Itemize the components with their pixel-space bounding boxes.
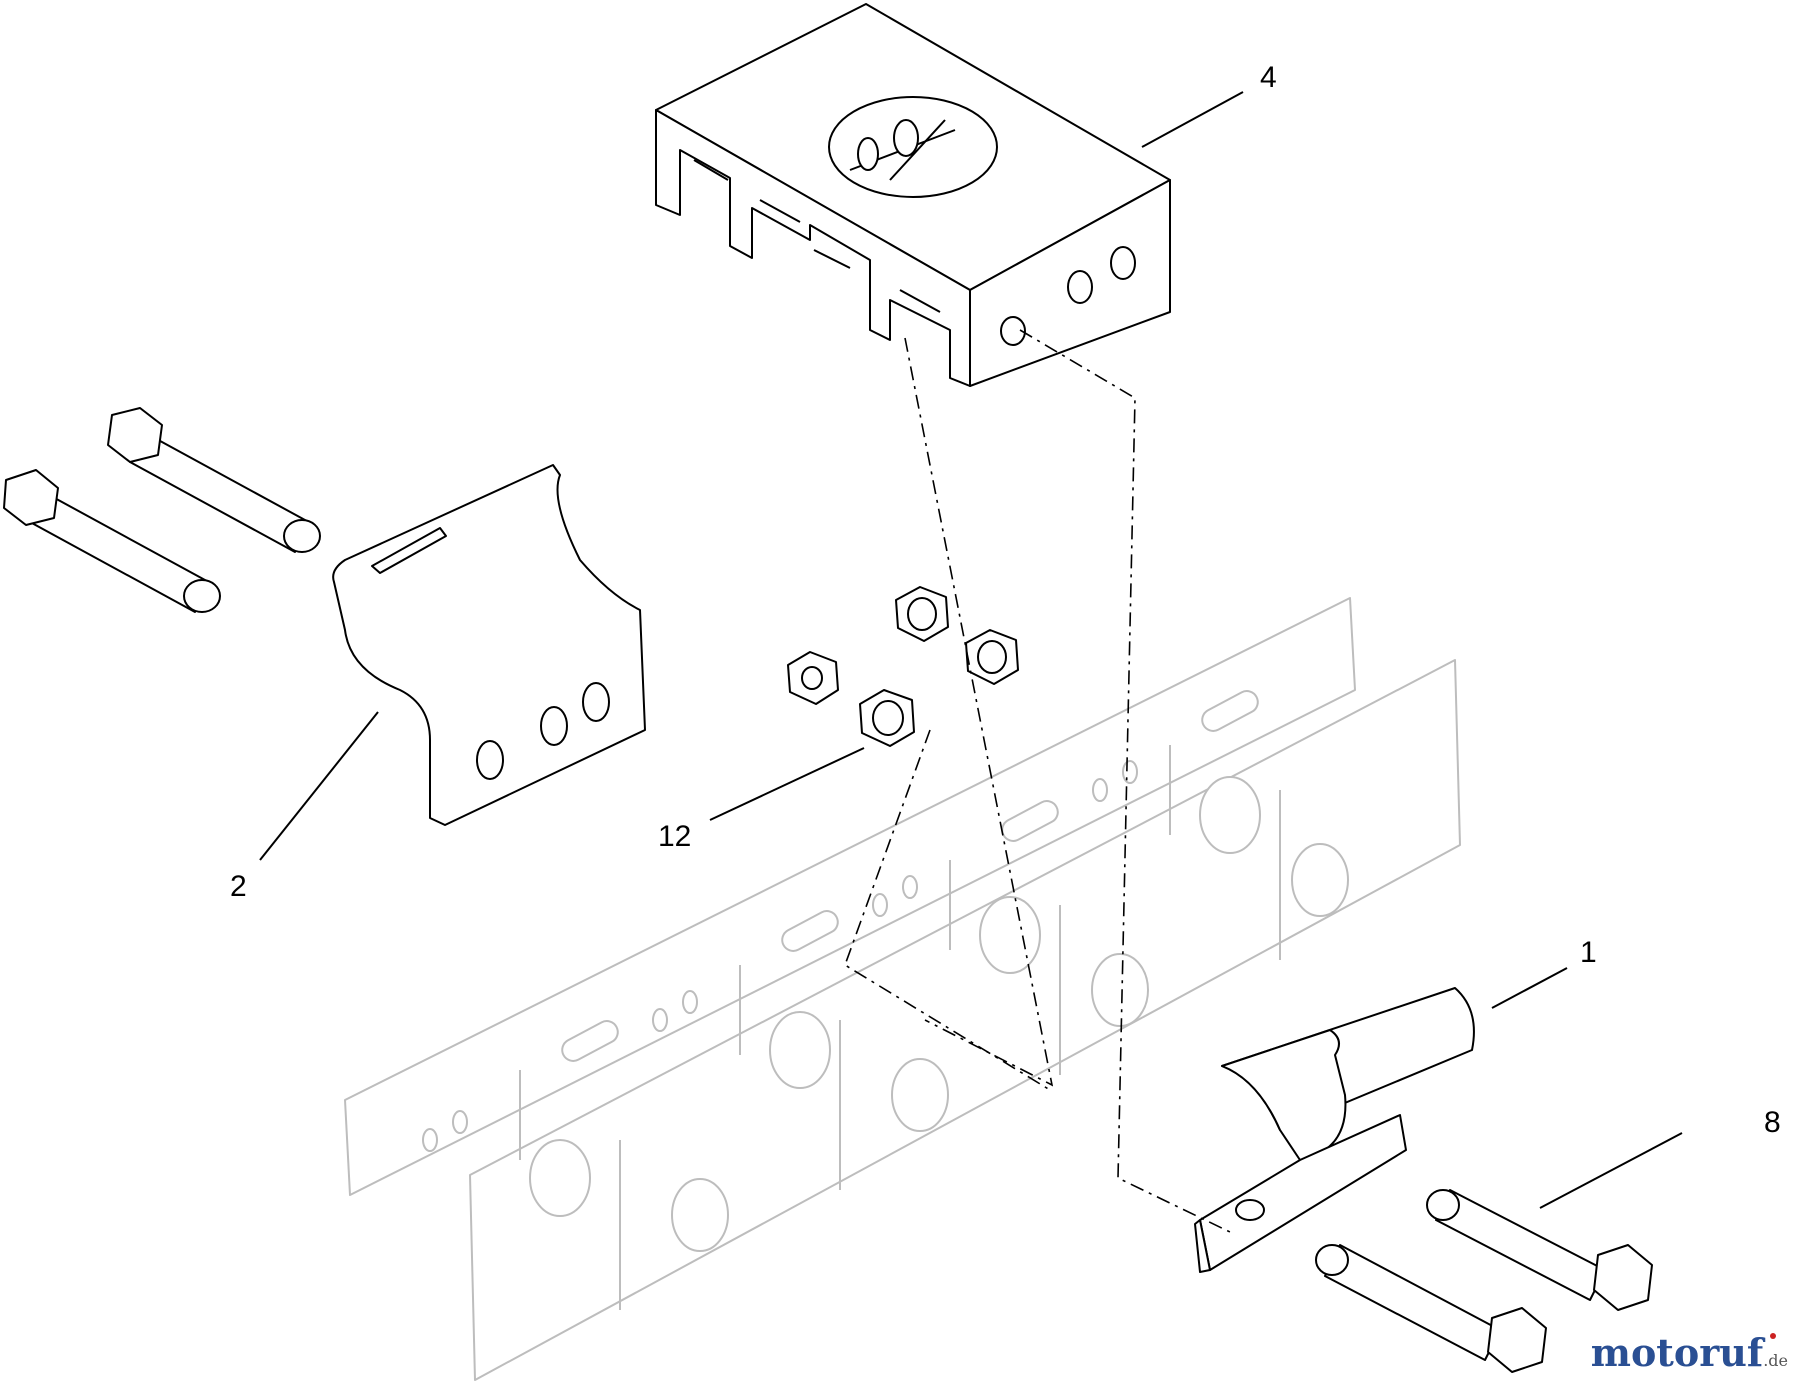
leader-lines xyxy=(259,91,1683,1209)
nut-2 xyxy=(895,586,949,642)
watermark-logo: motoruf.de xyxy=(1591,1330,1788,1375)
callout-8: 8 xyxy=(1764,1106,1781,1139)
bolt-left-upper xyxy=(107,407,321,553)
callout-2: 2 xyxy=(230,870,247,903)
watermark-text: motoruf xyxy=(1590,1330,1764,1375)
nut-3 xyxy=(965,629,1019,685)
watermark-suffix: .de xyxy=(1763,1351,1788,1370)
callout-1: 1 xyxy=(1580,936,1597,969)
curved-bracket-part-2 xyxy=(332,464,646,826)
bolt-right-upper xyxy=(1426,1189,1653,1311)
chain-assembly xyxy=(344,597,1461,1381)
watermark-dot-icon xyxy=(1770,1333,1776,1339)
nut-1 xyxy=(787,651,839,705)
clip-bracket-part-1 xyxy=(1194,987,1475,1273)
nut-4 xyxy=(859,689,915,747)
bracket-block-part-4 xyxy=(655,3,1171,387)
callout-12: 12 xyxy=(658,820,692,853)
bolt-right-lower xyxy=(1315,1244,1547,1373)
bolt-left-lower xyxy=(3,469,221,613)
alignment-lines xyxy=(844,329,1231,1233)
callout-4: 4 xyxy=(1260,61,1277,94)
